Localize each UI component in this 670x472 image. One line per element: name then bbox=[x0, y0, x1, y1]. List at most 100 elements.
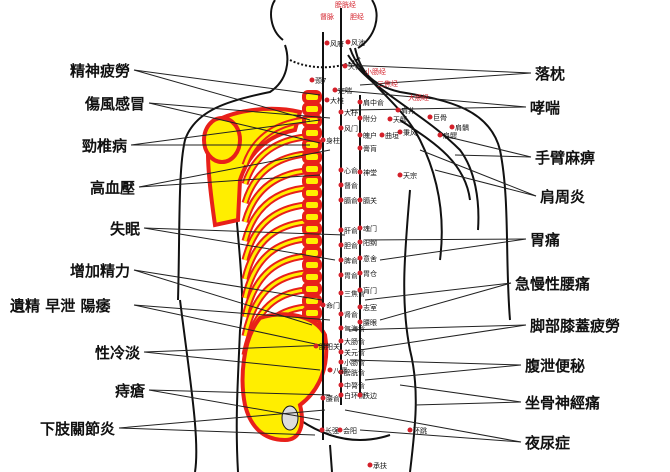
acupoint-label: 魂门 bbox=[363, 224, 377, 233]
acupoint-label: 秉风 bbox=[403, 128, 417, 137]
leader-line bbox=[349, 106, 527, 111]
acupoint-dot bbox=[320, 137, 326, 143]
right-condition-label: 落枕 bbox=[535, 65, 566, 83]
acupoint-dot bbox=[342, 63, 348, 69]
acupoint-label: 小肠俞 bbox=[344, 358, 365, 367]
acupoint-dot bbox=[338, 197, 344, 203]
acupoint-label: 腰俞 bbox=[326, 394, 340, 403]
rib bbox=[243, 203, 306, 261]
acupoint-dot bbox=[427, 114, 433, 120]
leader-line bbox=[419, 149, 537, 197]
leader-line bbox=[138, 174, 321, 188]
acupoint-label: 会阳 bbox=[343, 426, 357, 435]
acupoint-dot bbox=[338, 311, 344, 317]
acupoint-label: 附分 bbox=[363, 114, 377, 123]
body-outline bbox=[177, 0, 511, 472]
acupoint-dot bbox=[327, 367, 333, 373]
acupoint-label: 神堂 bbox=[363, 168, 377, 177]
rib bbox=[243, 118, 306, 166]
acupoint-label: 肩髎 bbox=[443, 131, 457, 140]
acupoint-label: 环跳 bbox=[413, 426, 427, 435]
acupoint-label: 肾俞 bbox=[344, 310, 358, 319]
acupoint-dot bbox=[338, 369, 344, 375]
leader-line bbox=[133, 269, 323, 301]
rib bbox=[243, 169, 306, 223]
skeleton bbox=[202, 90, 329, 443]
acupoint-dot bbox=[332, 87, 338, 93]
acupoint-label: 膀胱俞 bbox=[344, 368, 365, 377]
acupoint-dot bbox=[357, 145, 363, 151]
acupoint-label: 风府 bbox=[330, 39, 344, 48]
left-condition-label: 遺精 早泄 陽痿 bbox=[10, 297, 111, 315]
acupoint-label: 肩井 bbox=[401, 106, 415, 115]
acupoint-label: 八髎 bbox=[333, 367, 347, 375]
rib bbox=[243, 237, 306, 299]
rib bbox=[243, 271, 306, 337]
vertebra bbox=[302, 210, 322, 224]
acupoint-dot bbox=[320, 302, 326, 308]
acupoint-label: 中膂俞 bbox=[344, 381, 365, 390]
leader-line bbox=[133, 269, 313, 326]
vertebra bbox=[302, 102, 322, 116]
shoulder-joint bbox=[202, 116, 242, 164]
meridian-label: 膀胱经 bbox=[335, 0, 356, 9]
vertebra bbox=[302, 282, 322, 296]
acupoint-dot bbox=[338, 242, 344, 248]
acupoint-dot bbox=[324, 40, 330, 46]
acupoint-label: 心俞 bbox=[344, 166, 358, 175]
right-condition-label: 坐骨神經痛 bbox=[525, 394, 601, 412]
leader-line bbox=[414, 401, 522, 406]
acupoint-dot bbox=[337, 427, 343, 433]
vertebra bbox=[302, 126, 322, 140]
vertebra bbox=[302, 234, 322, 248]
acupoint-label: 天宗 bbox=[403, 171, 417, 180]
acupoint-label: 肝俞 bbox=[344, 226, 358, 235]
leader-line bbox=[118, 409, 326, 429]
acupoint-label: 肩中俞 bbox=[363, 98, 384, 107]
vertebra bbox=[302, 198, 322, 212]
leader-line bbox=[133, 69, 321, 96]
leader-line bbox=[454, 154, 532, 158]
acupoint-label: 大杼 bbox=[344, 108, 358, 117]
acupoint-label: 承扶 bbox=[373, 461, 387, 470]
acupoint-dot bbox=[357, 255, 363, 261]
leader-line bbox=[349, 359, 522, 366]
acupoint-dot bbox=[357, 319, 363, 325]
acupoint-label: 颈7 bbox=[315, 77, 326, 85]
acupoint-label: 胆俞 bbox=[344, 241, 358, 250]
left-condition-label: 性冷淡 bbox=[95, 344, 141, 362]
right-condition-label: 手臂麻痹 bbox=[535, 149, 596, 167]
leader-line bbox=[148, 102, 331, 119]
meridian-label: 大肠经 bbox=[408, 93, 429, 102]
acupoint-dot bbox=[357, 304, 363, 310]
leader-line bbox=[118, 427, 316, 436]
acupoint-label: 气海俞 bbox=[344, 324, 365, 333]
leader-line bbox=[344, 324, 527, 331]
right-condition-label: 急慢性腰痛 bbox=[515, 275, 591, 293]
acupoint-dot bbox=[338, 392, 344, 398]
left-condition-label: 勁椎病 bbox=[82, 137, 128, 155]
meridian-label: 小肠经 bbox=[365, 67, 386, 76]
acupoint-label: 督俞 bbox=[344, 181, 358, 190]
acupoint-dot bbox=[357, 225, 363, 231]
vertebra bbox=[302, 222, 322, 236]
leader-line bbox=[344, 64, 532, 74]
acupoint-dot bbox=[338, 257, 344, 263]
acupoint-label: 意舍 bbox=[363, 254, 377, 263]
acupoint-label: 魄户 bbox=[363, 131, 377, 140]
leader-line bbox=[148, 389, 321, 421]
acupoint-label: 脾俞 bbox=[344, 256, 358, 265]
vertebra bbox=[302, 258, 322, 272]
acupoint-label: 风门 bbox=[344, 124, 358, 133]
acupoint-dot bbox=[338, 182, 344, 188]
acupoint-label: 三焦俞 bbox=[344, 289, 365, 298]
left-condition-label: 傷風感冒 bbox=[85, 95, 146, 113]
leader-lines bbox=[118, 64, 537, 443]
leader-line bbox=[130, 119, 321, 146]
acupoint-dot bbox=[357, 392, 363, 398]
leader-line bbox=[379, 238, 527, 261]
left-condition-label: 下肢關節炎 bbox=[40, 420, 116, 438]
left-condition-label: 高血壓 bbox=[90, 179, 136, 197]
acupoint-dot bbox=[379, 132, 385, 138]
